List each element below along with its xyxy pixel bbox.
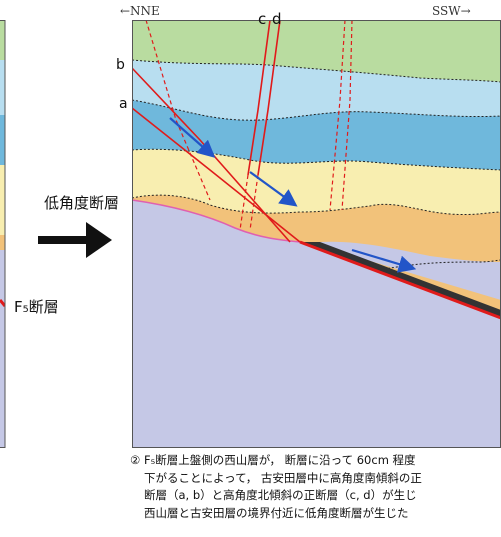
main-panel xyxy=(132,20,501,448)
caption-line: ② F₅断層上盤側の西山層が， 断層に沿って 60cm 程度 xyxy=(130,453,416,467)
fault-right-dashed-1 xyxy=(329,20,346,211)
low-angle-fault-label: 低角度断層 xyxy=(44,194,120,212)
fault-left-dashed xyxy=(145,20,211,201)
direction-label-ssw: SSW→ xyxy=(432,4,471,18)
movement-arrow-2 xyxy=(249,171,298,207)
fault-label-cd: c d xyxy=(258,10,283,28)
movement-arrow-3 xyxy=(351,248,417,273)
caption-line: 西山層と古安田層の境界付近に低角度断層が生じた xyxy=(144,505,409,520)
fault-right-dashed-2 xyxy=(341,20,353,211)
boundary-pink-line xyxy=(132,199,301,243)
fault-d-extension xyxy=(249,174,259,231)
fault-d-line xyxy=(257,20,281,176)
transition-arrow-icon xyxy=(38,222,112,258)
fault-label-a: a xyxy=(119,96,128,112)
fault-a-line xyxy=(132,107,301,243)
layer-basement xyxy=(132,200,501,448)
figure-caption: ② F₅断層上盤側の西山層が， 断層に沿って 60cm 程度 下がることによって… xyxy=(130,452,501,522)
left-panel-frame xyxy=(0,20,6,448)
f5-fault-label: F₅断層 xyxy=(14,298,59,316)
caption-line: 下がることによって， 古安田層中に高角度南傾斜の正 xyxy=(144,470,422,485)
fault-label-b: b xyxy=(116,57,125,73)
fault-c-extension xyxy=(239,174,249,231)
left-panel-fragment xyxy=(0,20,5,448)
caption-line: 断層（a, b）と高角度北傾斜の正断層（c, d）が生じ xyxy=(144,488,417,502)
f5-fault-line xyxy=(299,240,501,320)
direction-label-nne: ←NNE xyxy=(120,4,160,18)
movement-arrow-1 xyxy=(169,117,216,158)
fault-c-line xyxy=(247,20,271,176)
